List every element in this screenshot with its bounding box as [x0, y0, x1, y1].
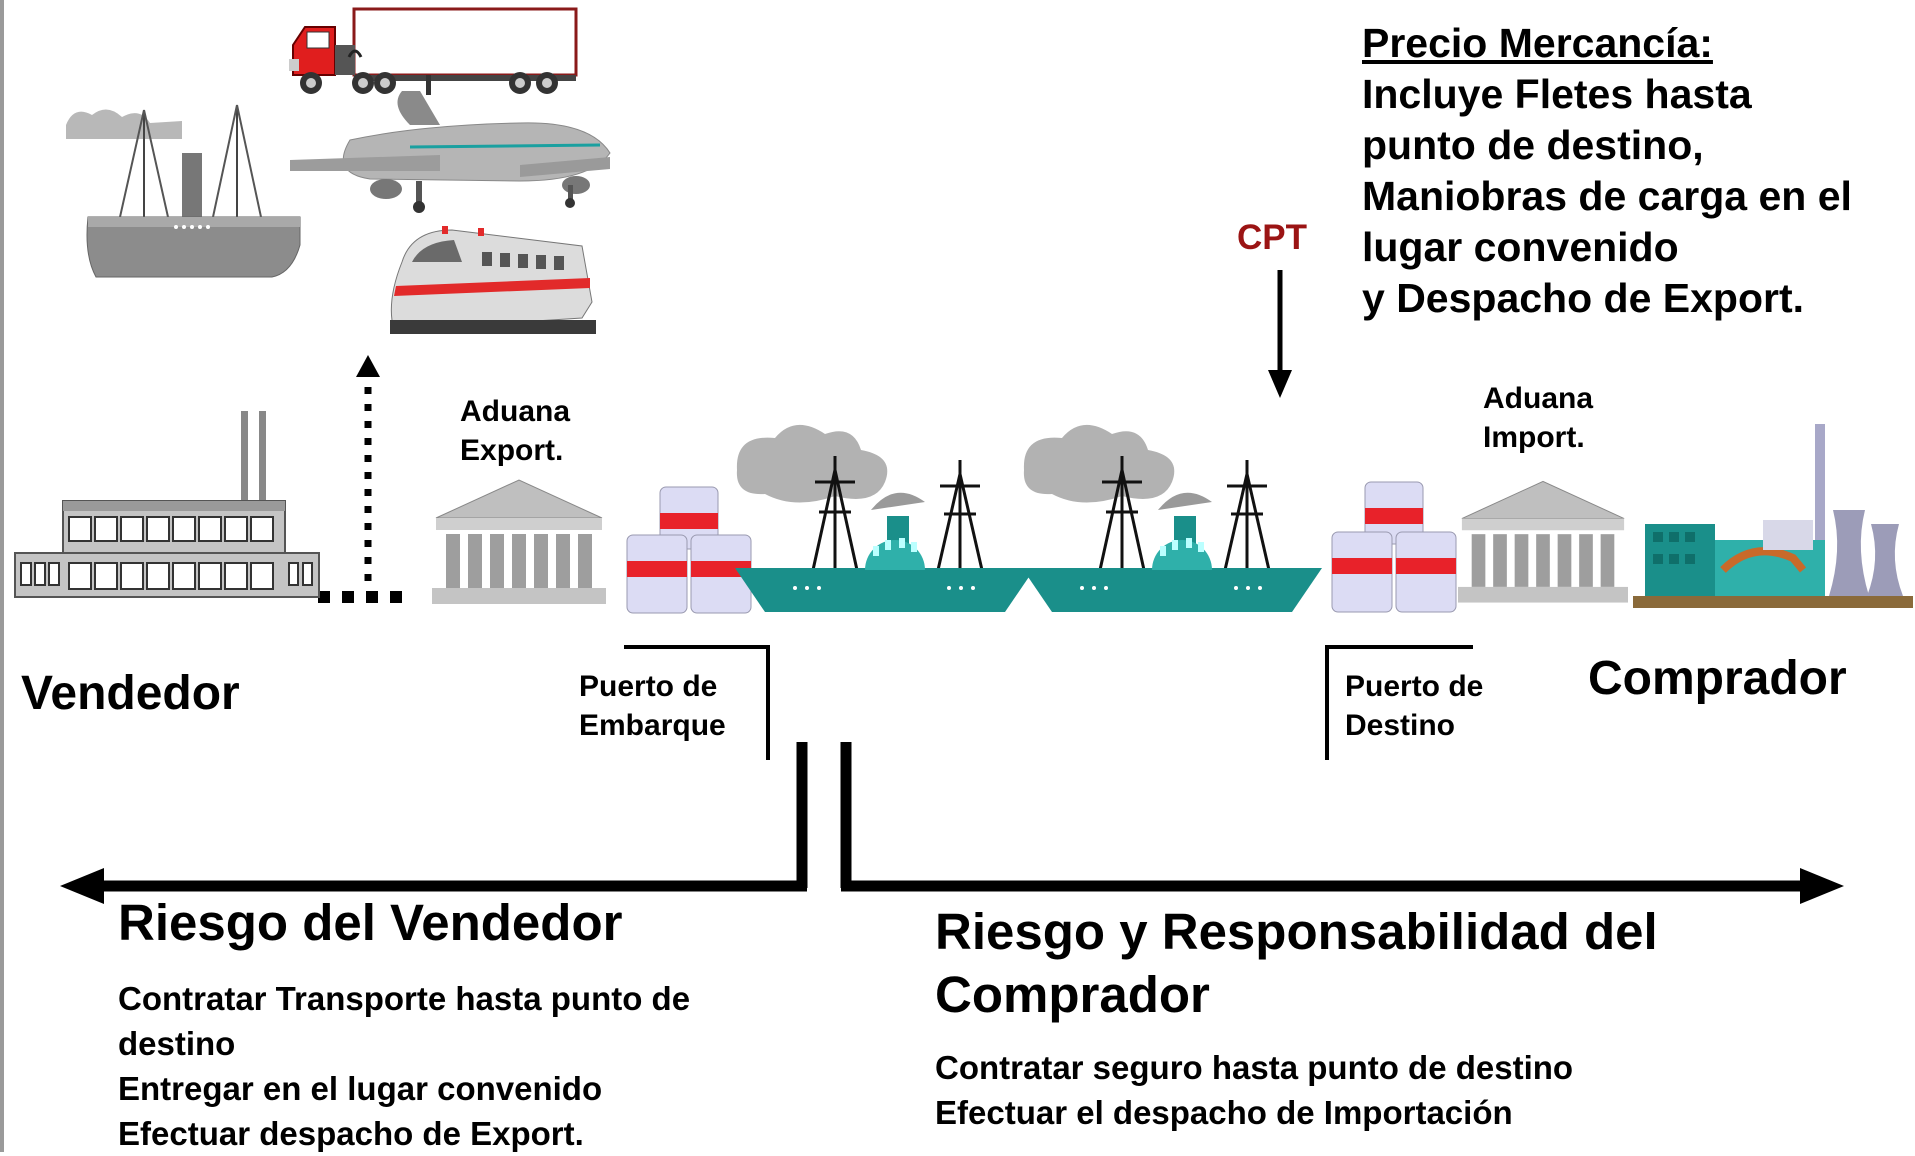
truck-icon	[289, 7, 578, 95]
buyer-risk-list: Contratar seguro hasta punto de destino …	[935, 1045, 1755, 1135]
cpt-arrow-down-icon	[1268, 270, 1292, 398]
buyer-risk-title: Riesgo y Responsabilidad del Comprador	[935, 903, 1658, 1023]
customs-building-icon	[1458, 480, 1628, 603]
customs-import-label: Aduana Import.	[1483, 382, 1594, 454]
seller-risk-item: Contratar Transporte hasta punto de	[118, 980, 691, 1017]
buyer-risk-arrow-right-icon	[840, 742, 1844, 904]
customs-building-icon	[432, 479, 606, 604]
power-plant-icon	[1633, 424, 1913, 608]
price-box-line: Incluye Fletes hasta	[1362, 71, 1752, 117]
buyer-label: Comprador	[1588, 652, 1847, 705]
factory-icon	[14, 411, 320, 598]
price-box-title: Precio Mercancía:	[1362, 20, 1713, 66]
seller-label: Vendedor	[21, 667, 240, 720]
price-box-line: y Despacho de Export.	[1362, 275, 1805, 321]
seller-risk-arrow-left-icon	[60, 742, 808, 904]
container-stack-icon	[1331, 481, 1457, 613]
cargo-ship-icon	[1022, 424, 1322, 612]
left-border	[0, 0, 4, 1152]
price-box-line: lugar convenido	[1362, 224, 1679, 270]
price-box-line: Maniobras de carga en el	[1362, 173, 1852, 219]
price-box: Precio Mercancía: Incluye Fletes hasta p…	[1362, 18, 1902, 324]
seller-risk-item: Efectuar despacho de Export.	[118, 1115, 584, 1152]
buyer-risk-item: Contratar seguro hasta punto de destino	[935, 1049, 1574, 1086]
cargo-ship-icon	[735, 424, 1035, 612]
cpt-label: CPT	[1237, 218, 1307, 257]
seller-risk-title: Riesgo del Vendedor	[118, 894, 623, 951]
buyer-risk-item: Efectuar el despacho de Importación	[935, 1094, 1513, 1131]
port-destination-bracket	[1325, 645, 1473, 760]
train-icon	[390, 226, 596, 334]
seller-risk-list: Contratar Transporte hasta punto de dest…	[118, 976, 838, 1156]
container-stack-icon	[626, 486, 752, 614]
price-box-line: punto de destino,	[1362, 122, 1704, 168]
seller-risk-item: destino	[118, 1025, 236, 1062]
port-origin-label: Puerto de Embarque	[579, 670, 726, 742]
airplane-icon	[290, 91, 611, 213]
dotted-ground-line	[318, 591, 408, 603]
customs-export-label: Aduana Export.	[460, 395, 571, 467]
port-origin-bracket	[624, 645, 770, 760]
steamship-icon	[66, 104, 301, 278]
dotted-arrow-up-icon	[356, 355, 380, 591]
port-destination-label: Puerto de Destino	[1345, 670, 1484, 742]
seller-risk-item: Entregar en el lugar convenido	[118, 1070, 603, 1107]
